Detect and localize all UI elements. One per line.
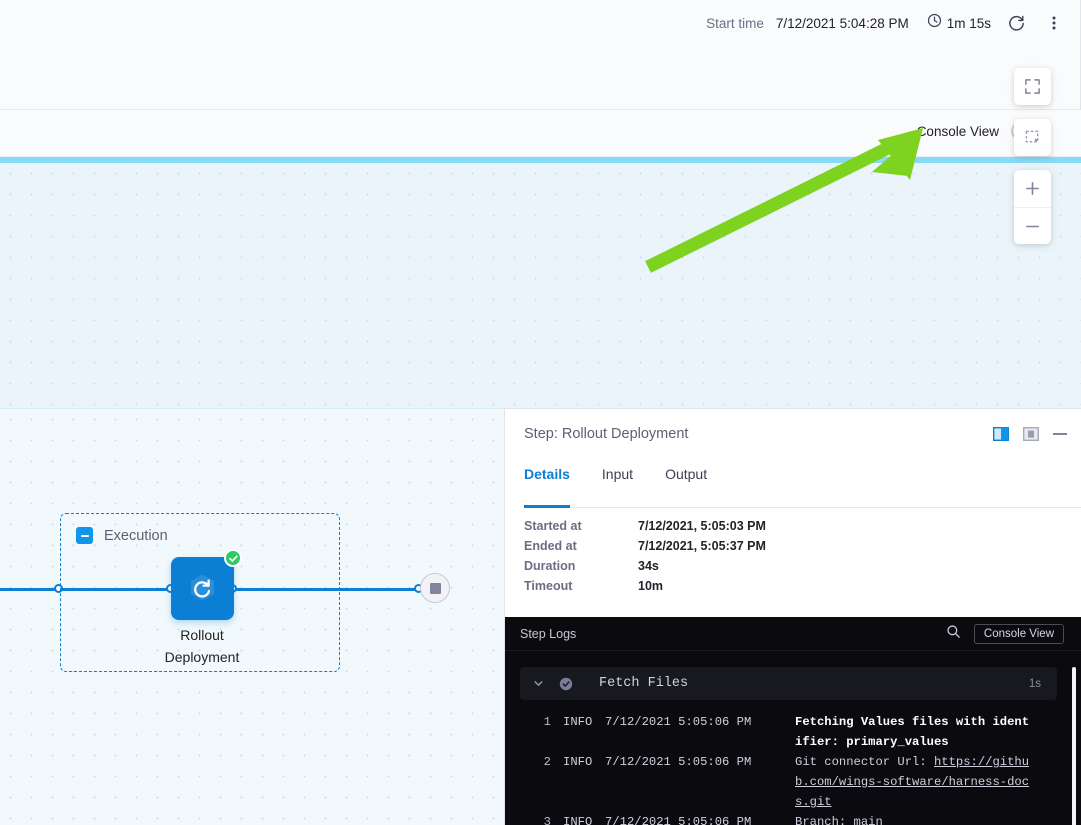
detail-key: Timeout [524, 579, 573, 593]
detail-row: Ended at 7/12/2021, 5:05:37 PM [524, 539, 766, 559]
start-time-label: Start time [706, 15, 764, 31]
detail-key: Started at [524, 519, 582, 533]
zoom-in-button[interactable] [1014, 170, 1051, 207]
detail-row: Duration 34s [524, 559, 766, 579]
selection-mode-card [1014, 119, 1051, 156]
log-section-name: Fetch Files [599, 676, 689, 691]
detail-row: Started at 7/12/2021, 5:05:03 PM [524, 519, 766, 539]
log-line: 1 INFO 7/12/2021 5:05:06 PM Fetching Val… [505, 712, 1081, 752]
more-vertical-icon[interactable] [1041, 10, 1067, 36]
log-line-level: INFO [563, 815, 593, 825]
step-node-label: Rollout Deployment [132, 624, 272, 668]
execution-group-title: Execution [104, 527, 168, 544]
log-line-timestamp: 7/12/2021 5:05:06 PM [605, 755, 752, 769]
detail-key: Ended at [524, 539, 577, 553]
zoom-card [1014, 170, 1051, 244]
step-logs-actions: Console View [946, 623, 1064, 644]
log-line-message: Fetching Values files with identifier: p… [795, 715, 1030, 749]
chevron-down-icon[interactable] [532, 677, 545, 690]
log-line: 2 INFO 7/12/2021 5:05:06 PM Git connecto… [505, 752, 1081, 812]
console-view-label: Console View [916, 123, 999, 139]
split-view-icon[interactable] [992, 426, 1010, 442]
refresh-icon[interactable] [1003, 10, 1029, 36]
stop-square-icon [429, 582, 441, 594]
step-logs-panel: Step Logs Console View [505, 617, 1081, 825]
log-line-timestamp: 7/12/2021 5:05:06 PM [605, 715, 752, 729]
step-label-line1: Rollout [180, 627, 224, 643]
minimize-icon[interactable] [1053, 433, 1067, 435]
step-details-title: Step: Rollout Deployment [524, 426, 689, 442]
fit-to-screen-card [1014, 68, 1051, 105]
tab-details[interactable]: Details [524, 466, 570, 508]
pipeline-canvas-top[interactable] [0, 157, 1081, 408]
start-time-value: 7/12/2021 5:04:28 PM [775, 15, 909, 31]
step-details-panel: Step: Rollout Deployment Det [505, 408, 1081, 617]
detail-value: 34s [638, 559, 659, 573]
wire-right [231, 588, 425, 591]
execution-summary: Start time 7/12/2021 5:04:28 PM 1m 15s [706, 8, 1067, 38]
log-line-timestamp: 7/12/2021 5:05:06 PM [605, 815, 752, 825]
log-line-message: Git connector Url: https://github.com/wi… [795, 752, 1035, 812]
step-logs-title: Step Logs [520, 626, 577, 641]
clock-icon [927, 13, 942, 33]
canvas-controls [1014, 68, 1051, 244]
pipeline-canvas[interactable] [0, 408, 505, 825]
log-line-number: 2 [543, 755, 551, 769]
check-circle-icon [224, 549, 242, 567]
detail-value: 7/12/2021, 5:05:37 PM [638, 539, 766, 553]
step-detail-rows: Started at 7/12/2021, 5:05:03 PM Ended a… [524, 519, 766, 599]
step-details-tabs: Details Input Output [524, 466, 1081, 508]
step-logs-header: Step Logs Console View [505, 617, 1081, 651]
check-circle-icon [559, 677, 573, 691]
step-node-rollout-deployment[interactable] [171, 549, 242, 620]
tab-input[interactable]: Input [601, 466, 634, 482]
top-header-bar: Start time 7/12/2021 5:04:28 PM 1m 15s [0, 0, 1081, 110]
log-line-level: INFO [563, 755, 593, 769]
log-line-message: Branch: main [795, 815, 883, 825]
panel-view-icon[interactable] [1022, 426, 1040, 442]
log-line-level: INFO [563, 715, 593, 729]
detail-row: Timeout 10m [524, 579, 766, 599]
console-view-bar: Console View [0, 110, 1081, 157]
step-label-line2: Deployment [164, 649, 240, 665]
log-line-number: 3 [543, 815, 551, 825]
panel-layout-controls [992, 426, 1067, 442]
logs-scrollbar[interactable] [1072, 667, 1076, 825]
log-message-text: Git connector Url: [795, 755, 934, 769]
search-icon[interactable] [946, 624, 961, 644]
execution-group-header: Execution [76, 527, 168, 544]
log-line: 3 INFO 7/12/2021 5:05:06 PM Branch: main [505, 812, 1081, 825]
tab-output[interactable]: Output [665, 466, 708, 482]
zoom-out-button[interactable] [1014, 207, 1051, 244]
log-message-link[interactable]: https://github.com/wings-software/harnes… [795, 755, 1030, 809]
log-line-number: 1 [543, 715, 551, 729]
collapse-minus-icon[interactable] [76, 527, 93, 544]
rollout-deploy-icon [191, 574, 214, 601]
logs-console-view-button[interactable]: Console View [973, 623, 1064, 644]
log-section-fetch-files[interactable]: Fetch Files 1s [520, 667, 1057, 700]
detail-key: Duration [524, 559, 576, 573]
wire-left [0, 588, 175, 591]
detail-value: 10m [638, 579, 664, 593]
port-group-in [54, 584, 63, 593]
step-details-header: Step: Rollout Deployment [524, 426, 1067, 442]
detail-value: 7/12/2021, 5:05:03 PM [638, 519, 766, 533]
pipeline-end-node[interactable] [420, 573, 450, 603]
selection-mode-button[interactable] [1014, 119, 1051, 156]
duration-group: 1m 15s [927, 13, 991, 33]
execution-group[interactable]: Execution [60, 513, 340, 672]
log-section-duration: 1s [1028, 677, 1041, 690]
duration-value: 1m 15s [946, 15, 991, 31]
log-lines: 1 INFO 7/12/2021 5:05:06 PM Fetching Val… [505, 712, 1081, 825]
fit-to-screen-button[interactable] [1014, 68, 1051, 105]
